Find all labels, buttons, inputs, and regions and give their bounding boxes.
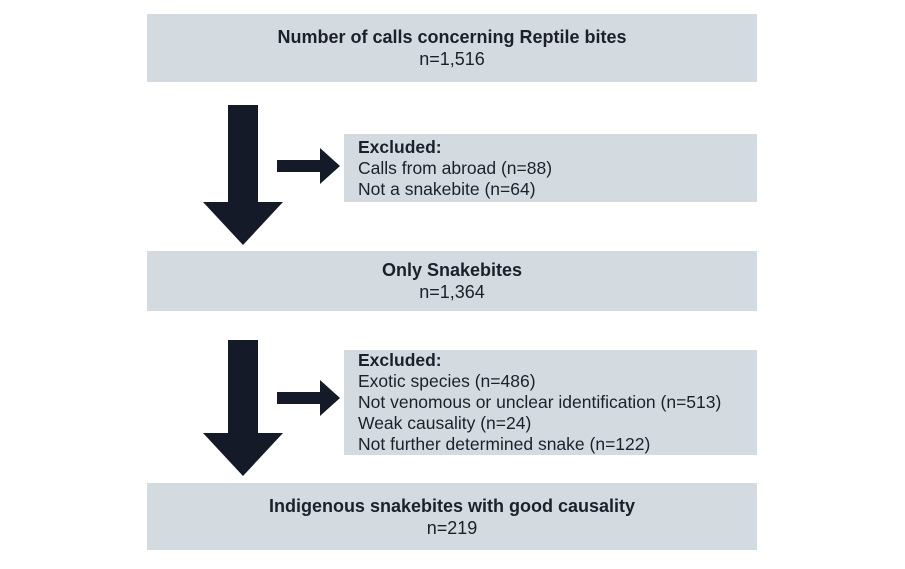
down-arrow-icon (203, 340, 283, 476)
box-only-snakebites-title: Only Snakebites (381, 260, 523, 280)
box-total-calls-title: Number of calls concerning Reptile bites (277, 27, 627, 47)
box-excluded-2: Excluded: Exotic species (n=486) Not ven… (344, 350, 757, 455)
box-only-snakebites: Only Snakebites n=1,364 (147, 251, 757, 311)
box-total-calls: Number of calls concerning Reptile bites… (147, 14, 757, 82)
box-excluded-2-item: Not venomous or unclear identification (… (358, 392, 722, 412)
box-indigenous-snakebites: Indigenous snakebites with good causalit… (147, 483, 757, 550)
box-indigenous-snakebites-count: n=219 (426, 517, 478, 538)
box-indigenous-snakebites-title: Indigenous snakebites with good causalit… (268, 495, 636, 516)
box-excluded-2-item: Weak causality (n=24) (358, 413, 532, 433)
box-only-snakebites-count: n=1,364 (419, 282, 485, 302)
right-arrow-icon (277, 380, 340, 416)
right-arrow-icon (277, 148, 340, 184)
box-excluded-2-heading: Excluded: (358, 350, 442, 370)
box-excluded-2-item: Exotic species (n=486) (358, 371, 536, 391)
box-excluded-2-item: Not further determined snake (n=122) (358, 434, 651, 454)
box-excluded-1-item: Not a snakebite (n=64) (358, 178, 536, 199)
box-total-calls-count: n=1,516 (419, 49, 485, 69)
box-excluded-1-heading: Excluded: (358, 136, 442, 157)
box-excluded-1-item: Calls from abroad (n=88) (358, 157, 553, 178)
box-excluded-1: Excluded: Calls from abroad (n=88) Not a… (344, 134, 757, 202)
down-arrow-icon (203, 105, 283, 245)
